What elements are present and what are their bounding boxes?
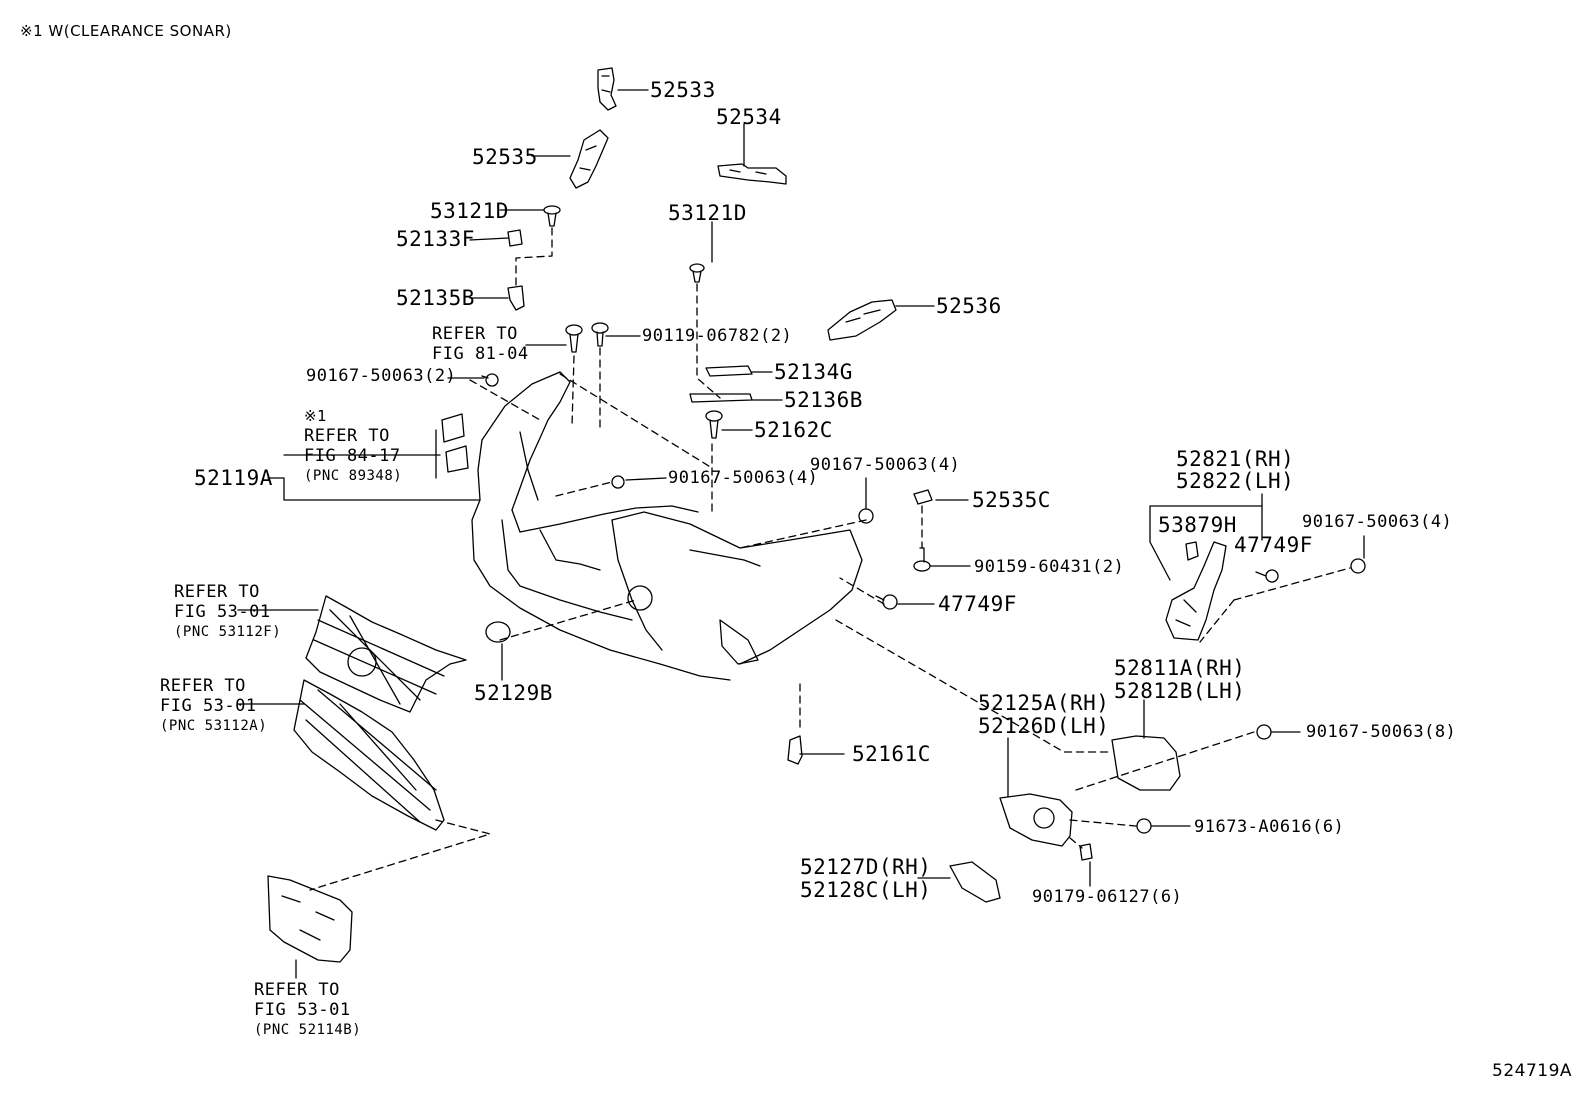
- part-label-53121D-b[interactable]: 53121D: [668, 201, 747, 225]
- part-52133F-drawing: [507, 229, 523, 247]
- part-label-53121D-a[interactable]: 53121D: [430, 199, 509, 223]
- part-47749F-bolt-a-drawing: [875, 594, 898, 610]
- part-label-53879H[interactable]: 53879H: [1158, 513, 1237, 537]
- part-52821-bracket-drawing: [1165, 541, 1227, 641]
- part-label-52535[interactable]: 52535: [472, 145, 538, 169]
- part-90179-nut-drawing: [1079, 843, 1093, 861]
- part-label-90167-50063-b[interactable]: 90167-50063(4): [668, 468, 819, 488]
- part-53121D-clip-b-drawing: [689, 263, 705, 283]
- part-label-52129B[interactable]: 52129B: [474, 681, 553, 705]
- reference-line: REFER TO: [174, 582, 260, 602]
- part-label-52162C[interactable]: 52162C: [754, 418, 833, 442]
- reference-line: REFER TO: [160, 676, 246, 696]
- reference-fig-53-01-52114B[interactable]: REFER TO FIG 53-01 (PNC 52114B): [254, 980, 361, 1040]
- part-90167-bolt-e-drawing: [1256, 724, 1272, 740]
- part-label-90167-50063-d[interactable]: 90167-50063(4): [1302, 512, 1453, 532]
- part-53112A-grille-drawing: [293, 679, 445, 831]
- part-52536-drawing: [827, 299, 897, 341]
- part-label-91673-A0616[interactable]: 91673-A0616(6): [1194, 817, 1345, 837]
- reference-line: FIG 53-01: [254, 1000, 351, 1020]
- part-52114B-license-bracket-drawing: [267, 875, 353, 963]
- part-label-52136B[interactable]: 52136B: [784, 388, 863, 412]
- part-label-52119A[interactable]: 52119A: [194, 466, 273, 490]
- part-90159-screw-drawing: [913, 547, 931, 572]
- figure-code: 524719A: [1492, 1061, 1573, 1081]
- reference-line: REFER TO: [432, 324, 518, 344]
- reference-line: FIG 81-04: [432, 344, 529, 364]
- part-52533-drawing: [597, 67, 617, 111]
- header-note: ※1 W(CLEARANCE SONAR): [20, 22, 232, 40]
- part-90167-bolt-c-drawing: [858, 508, 874, 524]
- part-52134G-drawing: [705, 365, 753, 377]
- reference-fig-53-01-53112F[interactable]: REFER TO FIG 53-01 (PNC 53112F): [174, 582, 281, 642]
- part-52811A-fog-bracket-drawing: [1111, 735, 1181, 791]
- part-91673-bolt-drawing: [1136, 818, 1152, 834]
- part-52125A-fog-cover-drawing: [999, 793, 1073, 847]
- part-52129B-drawing: [485, 585, 653, 643]
- reference-line: FIG 53-01: [160, 696, 257, 716]
- reference-line: FIG 53-01: [174, 602, 271, 622]
- part-sonar-bracket-drawing: [441, 413, 469, 473]
- part-label-52533[interactable]: 52533: [650, 78, 716, 102]
- part-label-52128C[interactable]: 52128C(LH): [800, 878, 932, 902]
- part-label-52161C[interactable]: 52161C: [852, 742, 931, 766]
- part-label-52133F[interactable]: 52133F: [396, 227, 475, 251]
- part-label-52535C[interactable]: 52535C: [972, 488, 1051, 512]
- part-label-90179-06127[interactable]: 90179-06127(6): [1032, 887, 1183, 907]
- reference-line: REFER TO: [254, 980, 340, 1000]
- part-label-90167-50063-c[interactable]: 90167-50063(4): [810, 455, 961, 475]
- part-90167-bolt-b-drawing: [611, 475, 625, 489]
- leader-lines: [237, 89, 1365, 979]
- part-52136B-drawing: [689, 393, 753, 403]
- part-52119A-bumper-drawing: [471, 371, 863, 681]
- part-52535C-drawing: [913, 489, 933, 505]
- part-53879H-drawing: [1185, 541, 1199, 561]
- part-label-52134G[interactable]: 52134G: [774, 360, 853, 384]
- part-label-52534[interactable]: 52534: [716, 105, 782, 129]
- part-label-90159-60431[interactable]: 90159-60431(2): [974, 557, 1125, 577]
- part-53112F-grille-drawing: [305, 595, 467, 713]
- reference-fig-81-04[interactable]: REFER TO FIG 81-04: [432, 324, 529, 364]
- part-52127D-cover-drawing: [949, 861, 1001, 903]
- reference-pnc: (PNC 53112A): [160, 718, 268, 734]
- reference-pnc: (PNC 89348): [304, 468, 403, 484]
- part-90167-bolt-a-drawing: [481, 373, 499, 387]
- part-52135B-drawing: [507, 285, 525, 311]
- reference-mark: ※1: [304, 407, 328, 425]
- part-53121D-clip-drawing: [543, 205, 561, 227]
- part-47749F-bolt-b-drawing: [1255, 569, 1279, 583]
- part-label-47749F-a[interactable]: 47749F: [938, 592, 1017, 616]
- part-label-52812B[interactable]: 52812B(LH): [1114, 679, 1246, 703]
- part-52161C-drawing: [787, 735, 803, 765]
- part-label-90167-50063-e[interactable]: 90167-50063(8): [1306, 722, 1457, 742]
- reference-fig-84-17[interactable]: ※1 REFER TO FIG 84-17 (PNC 89348): [304, 406, 402, 486]
- part-label-90119-06782[interactable]: 90119-06782(2): [642, 326, 793, 346]
- reference-pnc: (PNC 52114B): [254, 1022, 362, 1038]
- part-52535-drawing: [569, 129, 609, 189]
- part-label-52127D[interactable]: 52127D(RH): [800, 855, 932, 879]
- part-52162C-drawing: [705, 410, 723, 439]
- part-label-47749F-b[interactable]: 47749F: [1234, 533, 1313, 557]
- part-label-52125A[interactable]: 52125A(RH): [978, 691, 1110, 715]
- assembly-dashed-lines: [309, 227, 1351, 891]
- part-90119-screw-drawing: [565, 322, 609, 353]
- reference-pnc: (PNC 53112F): [174, 624, 282, 640]
- part-label-52822[interactable]: 52822(LH): [1176, 469, 1295, 493]
- part-label-52811A[interactable]: 52811A(RH): [1114, 656, 1246, 680]
- part-label-90167-50063-a[interactable]: 90167-50063(2): [306, 366, 457, 386]
- part-label-52821[interactable]: 52821(RH): [1176, 447, 1295, 471]
- part-52534-drawing: [717, 163, 787, 185]
- part-label-52536[interactable]: 52536: [936, 294, 1002, 318]
- reference-fig-53-01-53112A[interactable]: REFER TO FIG 53-01 (PNC 53112A): [160, 676, 267, 736]
- part-90167-bolt-d-drawing: [1350, 558, 1366, 574]
- reference-line: FIG 84-17: [304, 446, 401, 466]
- part-label-52126D[interactable]: 52126D(LH): [978, 714, 1110, 738]
- reference-line: REFER TO: [304, 426, 390, 446]
- part-label-52135B[interactable]: 52135B: [396, 286, 475, 310]
